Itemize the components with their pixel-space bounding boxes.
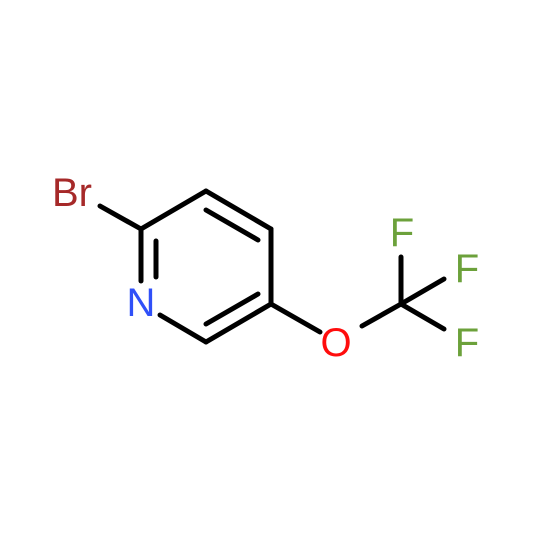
atom-f3-label: F <box>455 321 479 365</box>
bond-c5-o <box>268 301 323 335</box>
atom-labels: Br N O F F F <box>52 171 479 365</box>
bond-c2-br <box>97 203 144 232</box>
atom-f2-label: F <box>455 247 479 291</box>
bond-o-cf3 <box>359 301 404 329</box>
bond-c3-c4-inner <box>203 207 261 243</box>
bond-c2-c3 <box>138 188 209 232</box>
atom-n-label: N <box>127 281 156 325</box>
atom-o-label: O <box>320 321 351 365</box>
bond-c5-c6-inner <box>203 291 261 327</box>
bond-cf3-f3 <box>398 301 447 332</box>
atom-br-label: Br <box>52 171 92 215</box>
bond-cf3-f2 <box>398 276 447 307</box>
atom-f1-label: F <box>390 211 414 255</box>
bond-c5-c6 <box>203 301 274 345</box>
bonds <box>97 188 447 345</box>
bond-c3-c4 <box>203 188 274 232</box>
bond-c6-n <box>157 312 209 345</box>
